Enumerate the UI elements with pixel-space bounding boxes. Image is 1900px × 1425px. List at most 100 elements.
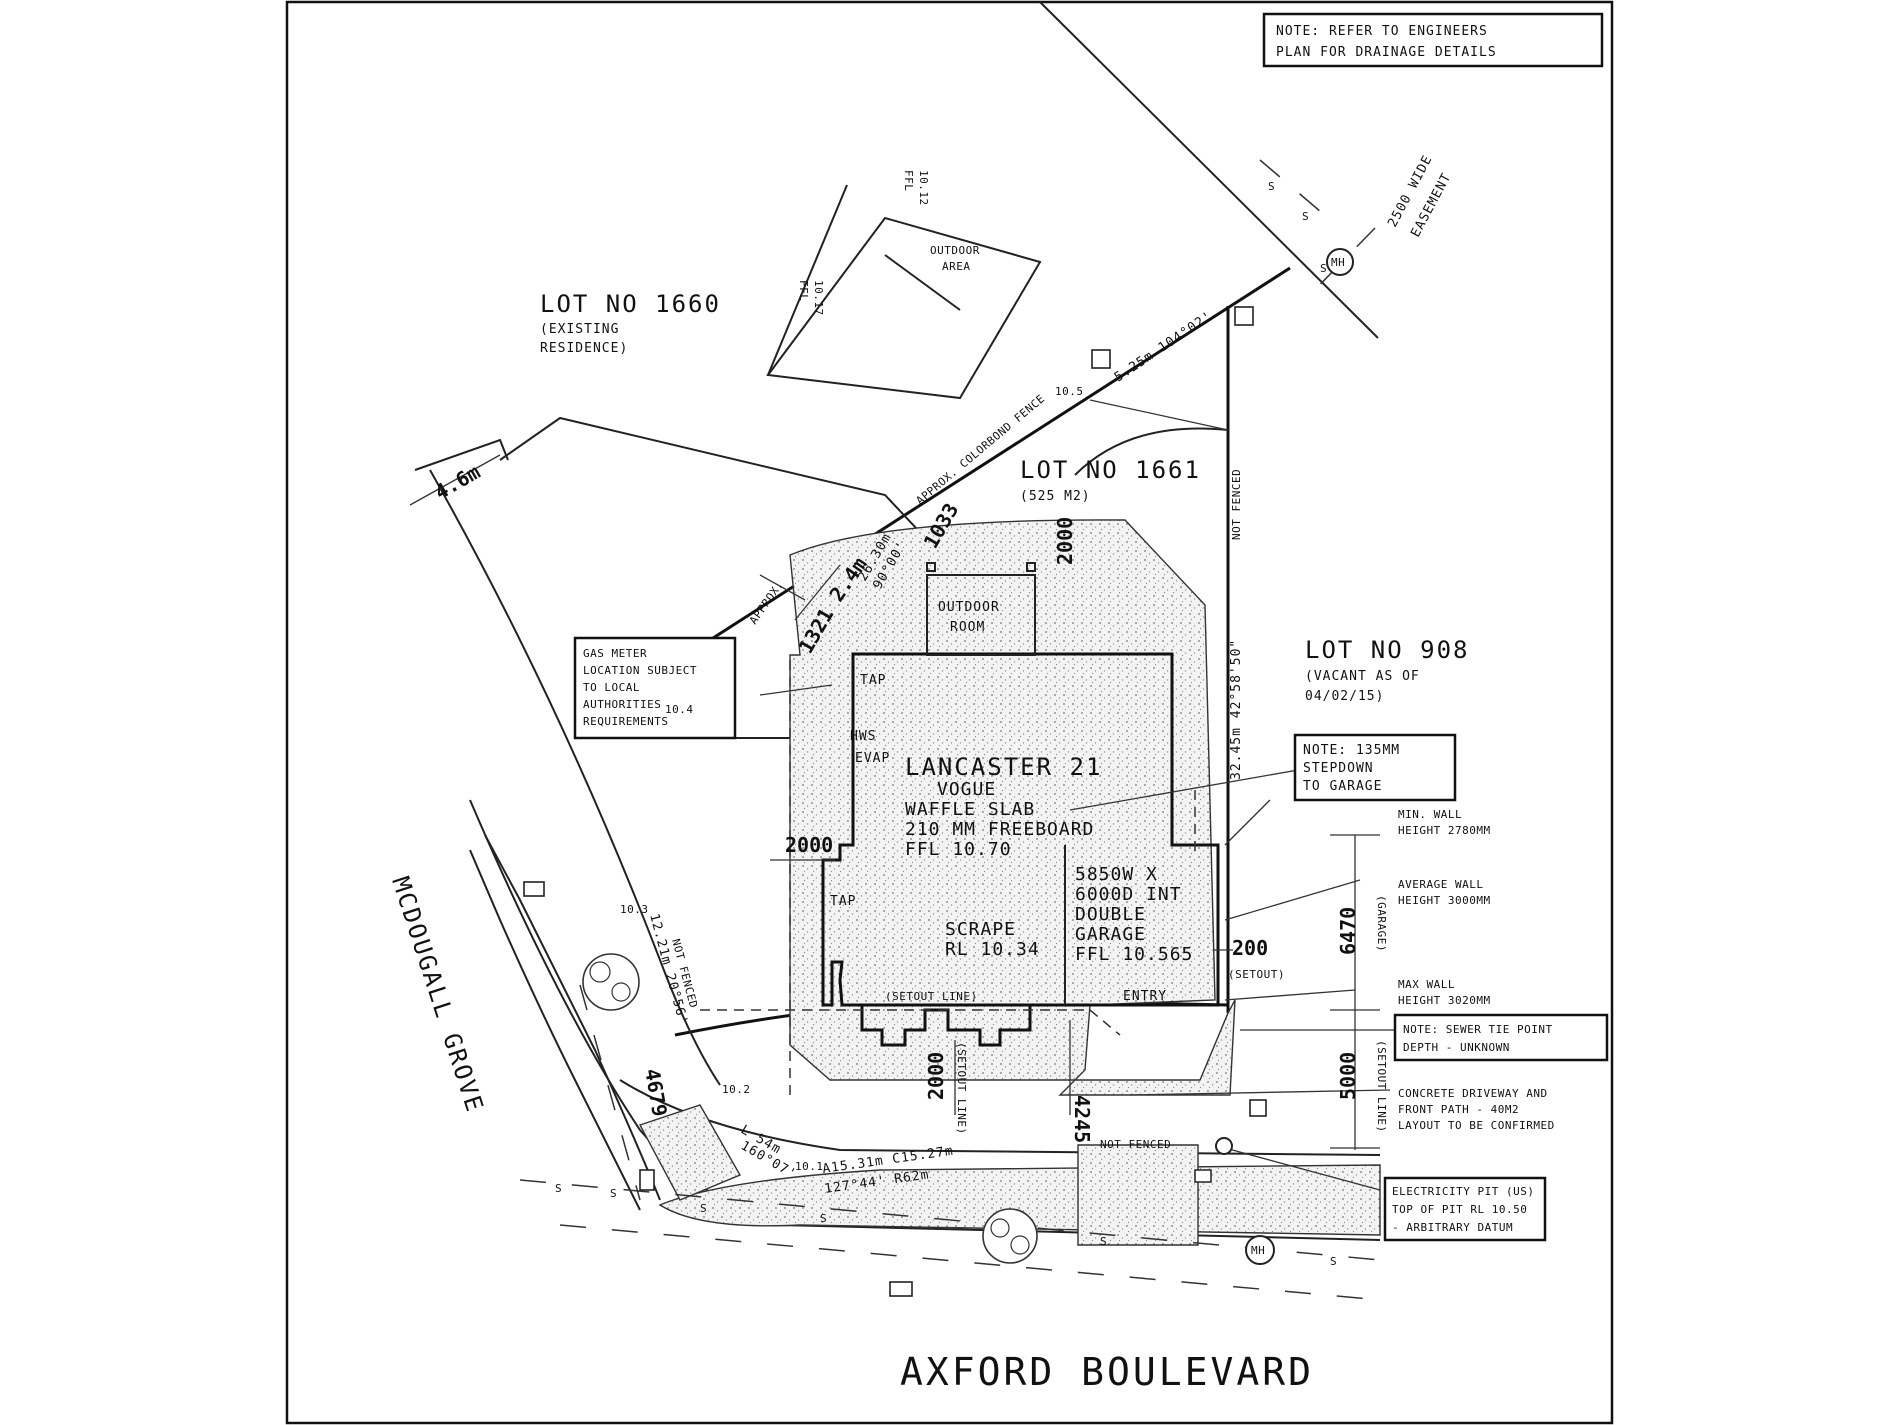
setout-lines xyxy=(700,660,1196,1100)
tree-icon xyxy=(582,953,640,1011)
sewer-marks: S S S S S S S S S xyxy=(555,180,1337,1268)
svg-text:ELECTRICITY PIT (US): ELECTRICITY PIT (US) xyxy=(1392,1185,1534,1198)
driveway-note: CONCRETE DRIVEWAY AND FRONT PATH - 40M2 … xyxy=(1398,1087,1555,1132)
pit-box-icon xyxy=(1234,306,1254,326)
svg-text:ROOM: ROOM xyxy=(950,620,985,635)
svg-text:NOTE: 135MM: NOTE: 135MM xyxy=(1303,743,1400,758)
svg-text:10.5: 10.5 xyxy=(1055,385,1084,398)
svg-text:NOT FENCED: NOT FENCED xyxy=(1230,469,1243,540)
svg-text:OUTDOOR: OUTDOOR xyxy=(930,244,980,257)
svg-text:TOP OF PIT RL 10.50: TOP OF PIT RL 10.50 xyxy=(1392,1203,1527,1216)
lot-908-label: LOT NO 908 (VACANT AS OF 04/02/15) xyxy=(1305,636,1468,704)
svg-text:MH: MH xyxy=(1331,256,1345,269)
lot-yard-area xyxy=(789,519,1236,1096)
dimension-lines xyxy=(409,454,1395,1191)
svg-text:S: S xyxy=(1302,210,1309,223)
svg-text:TO LOCAL: TO LOCAL xyxy=(583,681,640,694)
svg-text:OUTDOOR: OUTDOOR xyxy=(938,600,1000,615)
svg-text:SCRAPE: SCRAPE xyxy=(945,919,1016,940)
spot-levels: 10.5 10.4 10.3 10.2 10.1 xyxy=(620,385,1084,1173)
svg-text:TAP: TAP xyxy=(860,673,886,688)
svg-text:10.17: 10.17 xyxy=(812,280,825,316)
svg-text:VOGUE: VOGUE xyxy=(937,779,996,800)
svg-text:GARAGE: GARAGE xyxy=(1075,924,1146,945)
svg-text:NOTE: REFER TO ENGINEERS: NOTE: REFER TO ENGINEERS xyxy=(1276,24,1488,39)
svg-text:LOCATION SUBJECT: LOCATION SUBJECT xyxy=(583,664,697,677)
drainage-note: NOTE: REFER TO ENGINEERS PLAN FOR DRAINA… xyxy=(1262,12,1604,68)
svg-text:NOTE: SEWER TIE POINT: NOTE: SEWER TIE POINT xyxy=(1403,1023,1553,1036)
svg-text:MAX WALL: MAX WALL xyxy=(1398,978,1455,991)
svg-text:10.4: 10.4 xyxy=(665,703,694,716)
manhole-icon: MH xyxy=(1245,1235,1275,1265)
svg-text:(EXISTING: (EXISTING xyxy=(540,322,619,337)
svg-text:(SETOUT LINE): (SETOUT LINE) xyxy=(955,1042,968,1135)
svg-text:10.12: 10.12 xyxy=(917,170,930,206)
svg-text:6000D INT: 6000D INT xyxy=(1075,884,1182,905)
svg-text:DOUBLE: DOUBLE xyxy=(1075,904,1146,925)
street-name-axford: AXFORD BOULEVARD xyxy=(900,1350,1314,1394)
svg-text:S: S xyxy=(1268,180,1275,193)
pit-box-icon xyxy=(523,881,545,897)
svg-text:2000: 2000 xyxy=(1053,517,1077,565)
svg-text:FFL 10.565: FFL 10.565 xyxy=(1075,944,1193,965)
svg-text:- ARBITRARY DATUM: - ARBITRARY DATUM xyxy=(1392,1221,1513,1234)
svg-text:MIN. WALL: MIN. WALL xyxy=(1398,808,1462,821)
svg-text:10.2: 10.2 xyxy=(722,1083,751,1096)
svg-text:LAYOUT TO BE CONFIRMED: LAYOUT TO BE CONFIRMED xyxy=(1398,1119,1555,1132)
svg-text:S: S xyxy=(1100,1235,1107,1248)
tree-symbols xyxy=(582,953,1038,1264)
lot-1660-label: LOT NO 1660 (EXISTING RESIDENCE) xyxy=(540,290,721,356)
neighbour-labels: OUTDOOR AREA FFL 10.17 FFL 10.12 xyxy=(797,170,980,316)
svg-text:FFL: FFL xyxy=(902,170,915,191)
service-pits: MH MH xyxy=(523,248,1354,1297)
svg-text:NOT FENCED: NOT FENCED xyxy=(1100,1138,1171,1151)
svg-text:HEIGHT 3020MM: HEIGHT 3020MM xyxy=(1398,994,1491,1007)
svg-text:6470: 6470 xyxy=(1336,907,1360,955)
svg-text:LOT NO 1660: LOT NO 1660 xyxy=(540,290,721,318)
svg-text:LOT NO 1661: LOT NO 1661 xyxy=(1020,456,1201,484)
svg-text:(SETOUT LINE): (SETOUT LINE) xyxy=(1375,1040,1388,1133)
svg-text:S: S xyxy=(820,1212,827,1225)
gas-meter-note: GAS METER LOCATION SUBJECT TO LOCAL AUTH… xyxy=(573,636,737,740)
svg-text:WAFFLE SLAB: WAFFLE SLAB xyxy=(905,799,1035,820)
driveway-area xyxy=(1077,1144,1199,1246)
svg-text:HEIGHT 2780MM: HEIGHT 2780MM xyxy=(1398,824,1491,837)
pit-box-icon xyxy=(1249,1099,1267,1117)
svg-text:CONCRETE DRIVEWAY AND: CONCRETE DRIVEWAY AND xyxy=(1398,1087,1548,1100)
svg-text:REQUIREMENTS: REQUIREMENTS xyxy=(583,715,668,728)
pit-box-icon xyxy=(639,1169,655,1191)
svg-text:HEIGHT 3000MM: HEIGHT 3000MM xyxy=(1398,894,1491,907)
svg-text:2000: 2000 xyxy=(924,1052,948,1100)
svg-text:200: 200 xyxy=(1232,936,1268,960)
svg-text:MH: MH xyxy=(1251,1244,1265,1257)
svg-text:2000: 2000 xyxy=(785,833,833,857)
pit-box-icon xyxy=(889,1281,913,1297)
svg-text:(SETOUT): (SETOUT) xyxy=(1228,968,1285,981)
svg-text:LANCASTER 21: LANCASTER 21 xyxy=(905,753,1102,781)
manhole-icon: MH xyxy=(1326,248,1354,276)
sewer-note: NOTE: SEWER TIE POINT DEPTH - UNKNOWN xyxy=(1393,1013,1609,1062)
svg-text:HWS: HWS xyxy=(850,729,876,744)
svg-text:04/02/15): 04/02/15) xyxy=(1305,689,1384,704)
svg-text:DEPTH - UNKNOWN: DEPTH - UNKNOWN xyxy=(1403,1041,1510,1054)
svg-text:10.1: 10.1 xyxy=(795,1160,824,1173)
svg-text:32.45m 42°58'50": 32.45m 42°58'50" xyxy=(1229,639,1244,780)
electricity-pit-icon xyxy=(1194,1137,1233,1183)
svg-text:(VACANT AS OF: (VACANT AS OF xyxy=(1305,669,1420,684)
svg-text:S: S xyxy=(555,1182,562,1195)
svg-text:ENTRY: ENTRY xyxy=(1123,989,1167,1004)
svg-text:4245: 4245 xyxy=(1070,1095,1094,1143)
stepdown-note: NOTE: 135MM STEPDOWN TO GARAGE xyxy=(1293,733,1457,802)
svg-text:S: S xyxy=(610,1187,617,1200)
wall-height-notes: MIN. WALL HEIGHT 2780MM AVERAGE WALL HEI… xyxy=(1398,808,1491,1007)
svg-text:AREA: AREA xyxy=(942,260,971,273)
svg-text:S: S xyxy=(1320,262,1327,275)
svg-text:5000: 5000 xyxy=(1336,1052,1360,1100)
svg-text:STEPDOWN: STEPDOWN xyxy=(1303,761,1374,776)
svg-text:FFL 10.70: FFL 10.70 xyxy=(905,839,1012,860)
lot-1661-label: LOT NO 1661 (525 M2) xyxy=(1020,456,1201,504)
svg-text:(SETOUT LINE): (SETOUT LINE) xyxy=(885,990,978,1003)
svg-text:TO GARAGE: TO GARAGE xyxy=(1303,779,1382,794)
mcdougall-frontage xyxy=(469,834,661,1211)
